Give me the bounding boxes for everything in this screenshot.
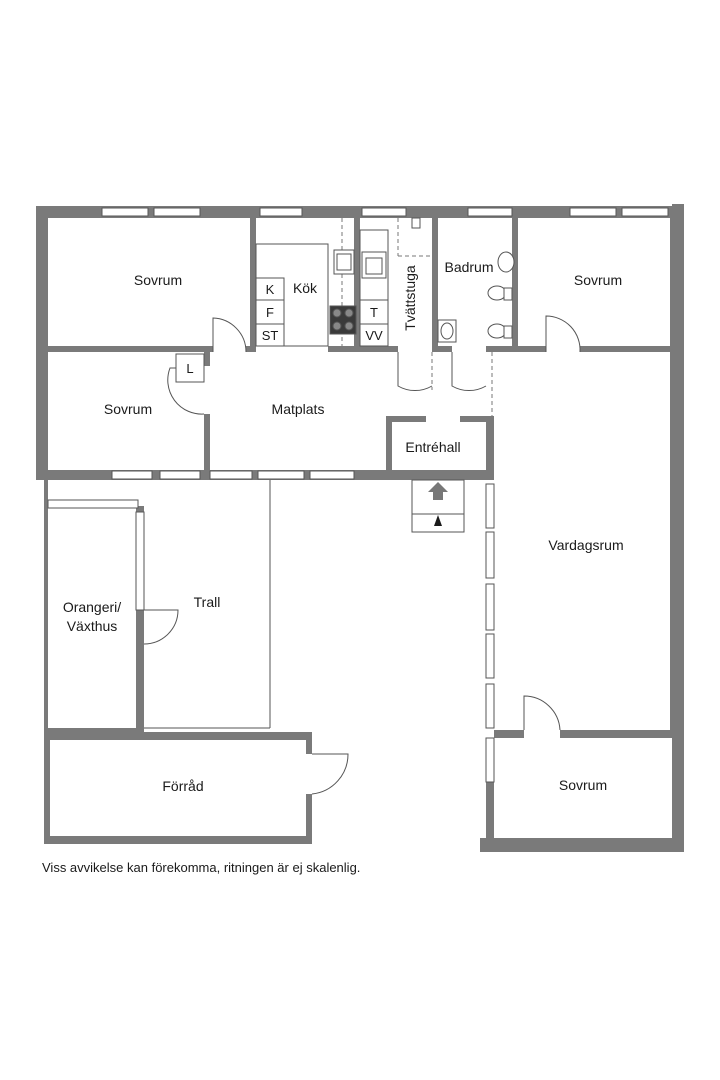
doors xyxy=(143,315,581,795)
bathroom-fixtures xyxy=(411,217,515,343)
disclaimer-text: Viss avvikelse kan förekomma, ritningen … xyxy=(42,860,361,875)
entrance-steps xyxy=(411,479,465,533)
room-label-sovrum-nw: Sovrum xyxy=(134,272,182,288)
room-label-vardagsrum: Vardagsrum xyxy=(548,537,623,553)
room-label-kok: Kök xyxy=(293,280,318,296)
appliance-k: K xyxy=(266,282,275,297)
terrace-lines xyxy=(144,480,271,729)
appliance-f: F xyxy=(266,305,274,320)
room-label-forrad: Förråd xyxy=(162,778,203,794)
windows xyxy=(47,207,669,783)
room-label-sovrum-ne: Sovrum xyxy=(574,272,622,288)
appliance-st: ST xyxy=(262,328,279,343)
room-label-orangeri: Orangeri/ xyxy=(63,599,121,615)
room-label-badrum: Badrum xyxy=(444,259,493,275)
appliance-l: L xyxy=(186,361,193,376)
appliance-labels: K F ST T VV L xyxy=(186,282,383,376)
appliance-vv: VV xyxy=(365,328,383,343)
room-label-sovrum-w: Sovrum xyxy=(104,401,152,417)
kitchen-fixtures xyxy=(255,229,389,347)
room-labels: Sovrum Kök Tvättstuga Badrum Sovrum Sovr… xyxy=(63,259,624,794)
room-label-sovrum-se: Sovrum xyxy=(559,777,607,793)
room-label-trall: Trall xyxy=(194,594,221,610)
room-label-tvattstuga: Tvättstuga xyxy=(402,265,418,331)
closet-l xyxy=(175,353,205,383)
room-label-matplats: Matplats xyxy=(272,401,325,417)
appliance-t: T xyxy=(370,305,378,320)
room-label-vaxthus: Växthus xyxy=(67,618,118,634)
room-label-entrehall: Entréhall xyxy=(405,439,460,455)
